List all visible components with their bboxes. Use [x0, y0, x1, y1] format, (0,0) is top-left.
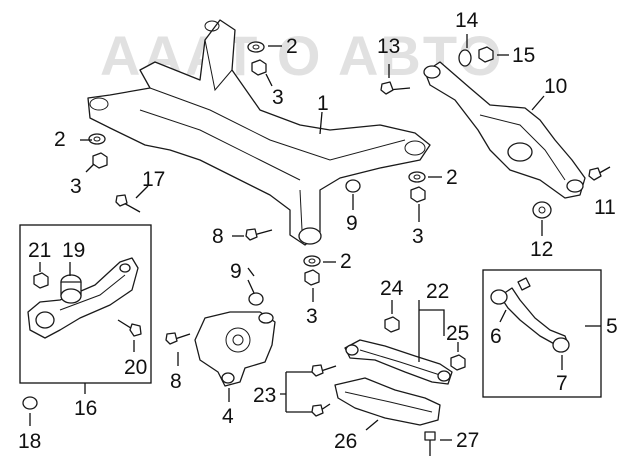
callout-20: 20	[124, 356, 147, 379]
callout-2-right: 2	[446, 166, 458, 189]
callout-24: 24	[380, 277, 404, 300]
callout-2-left: 2	[54, 128, 66, 151]
leader-lines	[29, 34, 601, 441]
callout-9-lower: 9	[230, 260, 242, 283]
lower-arm-cover	[334, 377, 441, 426]
callout-27: 27	[456, 429, 479, 452]
bolt-11	[588, 166, 611, 181]
bolt-8-lower	[165, 332, 191, 345]
callout-25: 25	[446, 322, 469, 345]
bushing-12	[532, 201, 552, 219]
callout-18: 18	[18, 430, 41, 453]
subframe-crossmember	[87, 19, 431, 246]
lateral-link-group-box	[482, 269, 602, 398]
bolt-23-lower	[311, 403, 331, 417]
callout-8-lower: 8	[170, 370, 182, 393]
callout-6: 6	[490, 325, 502, 348]
nut-3-bottom	[304, 269, 320, 286]
callout-3-top: 3	[272, 86, 284, 109]
nut-15	[478, 46, 494, 63]
callout-4: 4	[222, 405, 234, 428]
callout-22: 22	[426, 280, 449, 303]
washer-2-top	[247, 41, 265, 53]
lower-link-arm	[344, 339, 453, 385]
callout-15: 15	[512, 44, 535, 67]
trailing-arm	[27, 257, 139, 339]
callout-2-bottom: 2	[340, 250, 352, 273]
callout-5: 5	[606, 315, 618, 338]
callout-3-right: 3	[412, 225, 424, 248]
callout-26: 26	[334, 430, 357, 453]
callout-9-upper: 9	[346, 212, 358, 235]
nut-3-left	[92, 152, 108, 169]
callout-2-top: 2	[286, 35, 298, 58]
callout-1: 1	[317, 92, 329, 115]
callout-14: 14	[455, 9, 479, 32]
washer-14	[458, 49, 472, 67]
washer-2-left	[88, 133, 106, 145]
callout-10: 10	[544, 75, 567, 98]
bushing-19	[60, 274, 82, 304]
bolt-20	[117, 319, 142, 337]
bolt-17	[115, 194, 141, 213]
bushing-9-upper	[345, 179, 361, 193]
callout-17: 17	[142, 168, 165, 191]
bolt-8-upper	[245, 228, 273, 241]
washer-18	[22, 396, 38, 410]
bolt-13	[380, 81, 411, 95]
bushing-9-lower	[248, 292, 264, 306]
callout-13: 13	[377, 35, 400, 58]
nut-3-right	[410, 186, 426, 203]
callout-7: 7	[556, 372, 568, 395]
knuckle	[194, 311, 276, 387]
upper-control-arm	[423, 61, 586, 199]
nut-3-top	[251, 59, 267, 76]
bolt-27	[424, 431, 436, 456]
callout-labels: 1 2 3 2 3 2 3 2 3 4 5 6 7 8 8 9 9 10 11 …	[18, 9, 618, 453]
callout-8-upper: 8	[212, 225, 224, 248]
callout-3-left: 3	[70, 175, 82, 198]
callout-3-bottom: 3	[306, 305, 318, 328]
callout-23: 23	[253, 384, 276, 407]
washer-2-bottom	[303, 255, 321, 267]
callout-21: 21	[28, 239, 51, 262]
lateral-link	[490, 277, 570, 353]
washer-2-right	[408, 171, 426, 183]
bolt-23-upper	[311, 364, 337, 377]
nut-25	[450, 354, 466, 371]
nut-21	[33, 272, 49, 289]
callout-11: 11	[594, 196, 616, 219]
callout-19: 19	[62, 239, 85, 262]
nut-24	[384, 316, 400, 333]
callout-12: 12	[530, 238, 553, 261]
callout-16: 16	[74, 397, 97, 420]
